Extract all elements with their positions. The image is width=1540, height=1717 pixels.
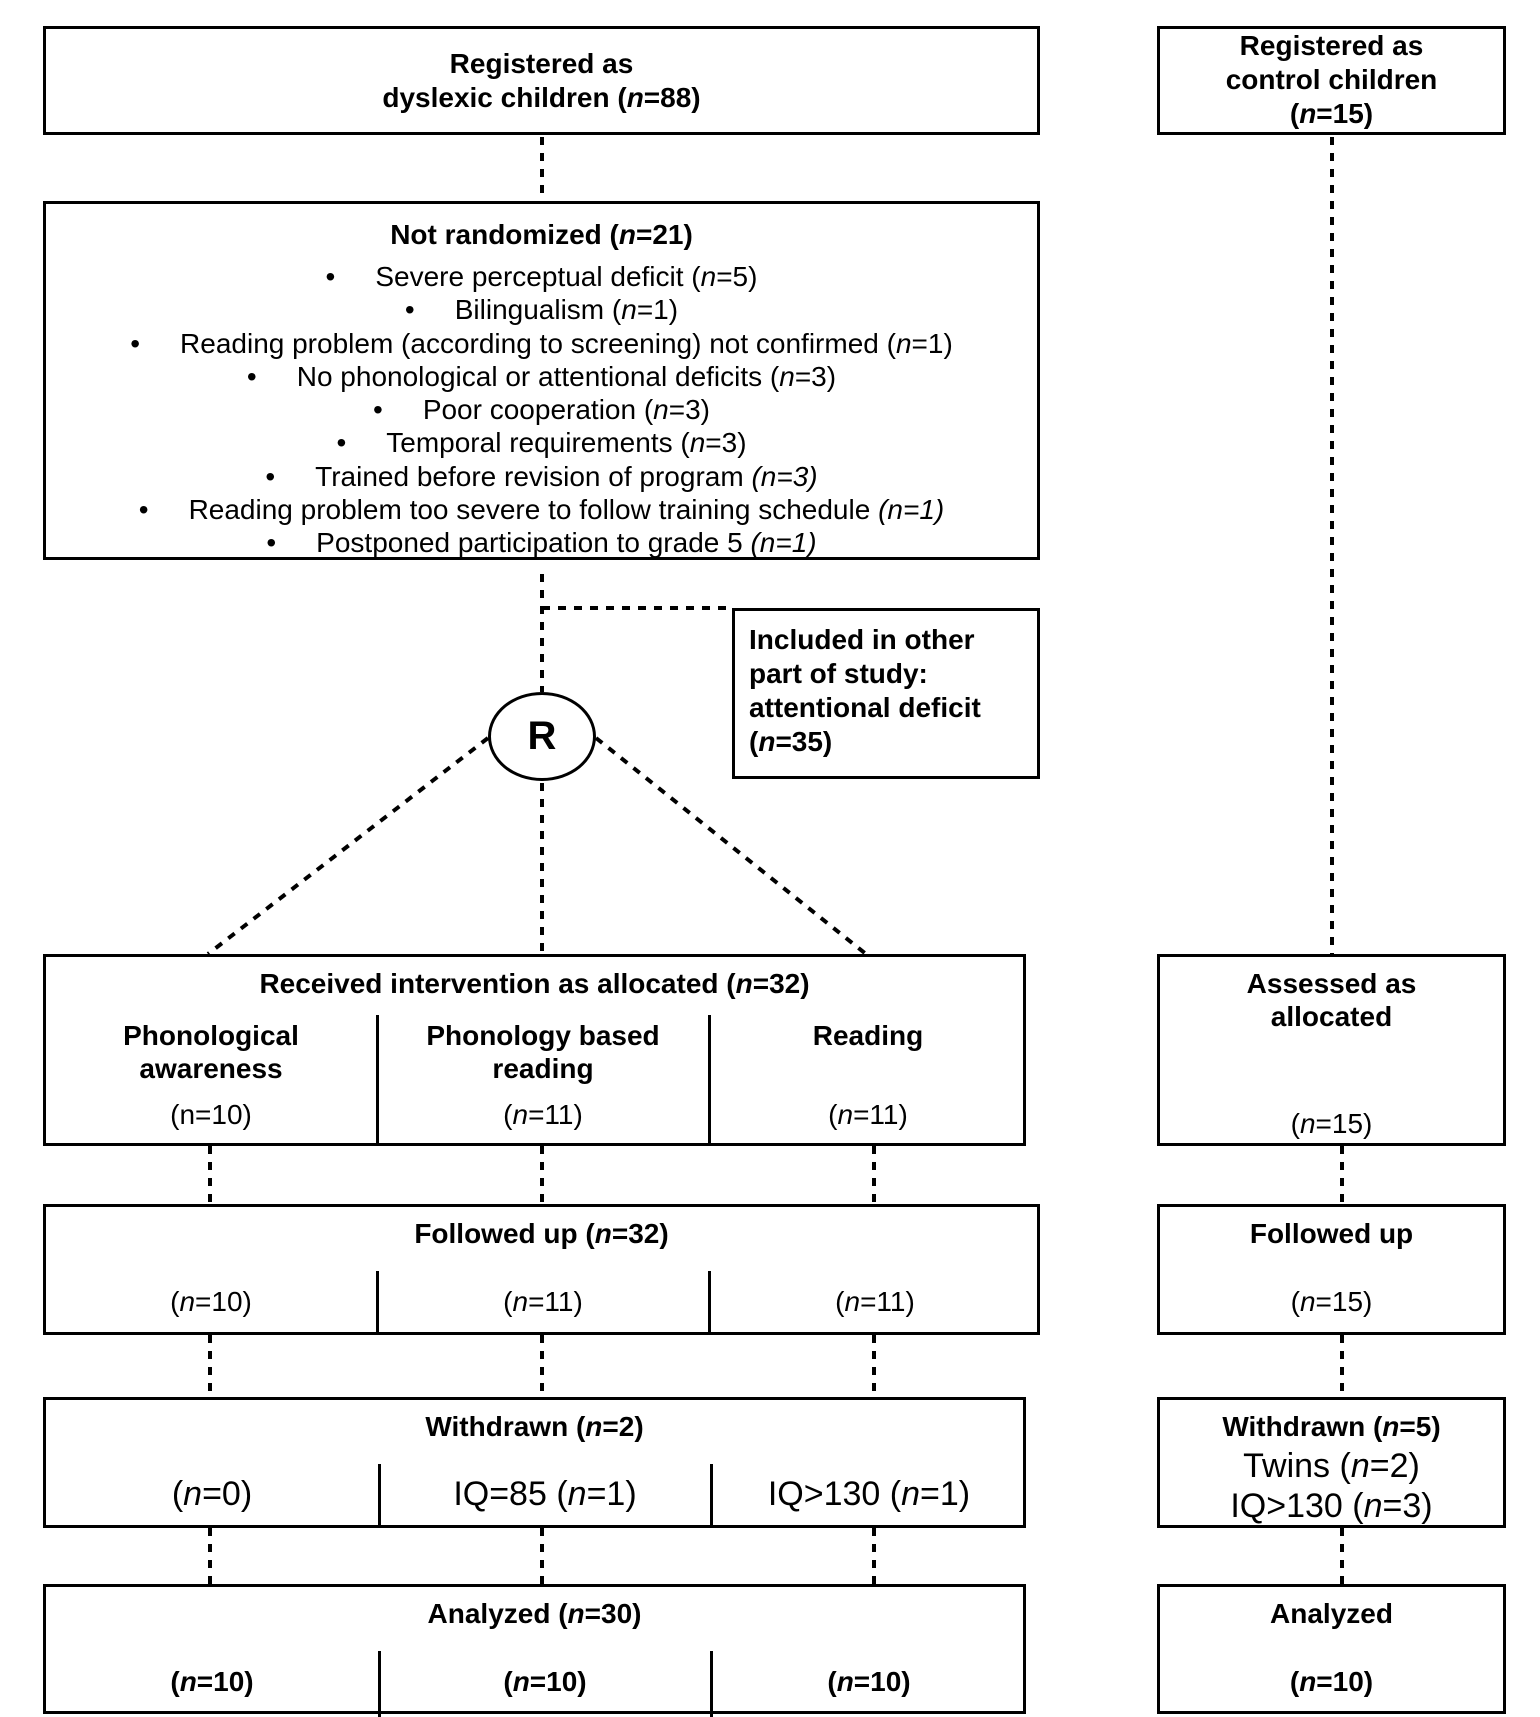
- group-label-line2: awareness: [139, 1053, 283, 1084]
- list-item: •Reading problem too severe to follow tr…: [138, 494, 945, 526]
- withdrawn-phonology-reading: IQ=85 (n=1): [453, 1475, 637, 1513]
- group-phonology-based-reading: Phonology based reading (n=11): [378, 1019, 708, 1131]
- randomization-label: R: [527, 714, 557, 758]
- group-divider: [710, 1464, 713, 1528]
- registered-control-line3: (n=15): [1289, 98, 1374, 129]
- group-divider: [708, 1271, 711, 1335]
- assessed-control-box: Assessed as allocated (n=15): [1157, 954, 1506, 1146]
- withdrawn-phonological: (n=0): [171, 1475, 253, 1513]
- withdrawn-control-iq: IQ>130 (n=3): [1230, 1487, 1433, 1525]
- analyzed-count-phonological: (n=10): [170, 1666, 254, 1697]
- assessed-line2: allocated: [1270, 1001, 1393, 1032]
- connector-r-to-left-group: [206, 736, 490, 956]
- not-randomized-reasons-list: •Severe perceptual deficit (n=5) •Biling…: [46, 260, 1037, 560]
- other-study-line2: part of study:: [749, 658, 928, 689]
- followed-up-box: Followed up (n=32) (n=10) (n=11) (n=11): [43, 1204, 1040, 1335]
- followed-count-reading: (n=11): [835, 1286, 915, 1317]
- other-study-line4: (n=35): [749, 726, 833, 757]
- group-label-line1: Reading: [812, 1020, 924, 1051]
- registered-control-line1: Registered as: [1239, 30, 1424, 61]
- list-item: •Postponed participation to grade 5 (n=1…: [266, 527, 817, 559]
- other-study-label: Included in other part of study: attenti…: [749, 623, 981, 759]
- registered-dyslexic-line1: Registered as: [449, 48, 634, 79]
- analyzed-count-reading: (n=10): [827, 1666, 911, 1697]
- connector-r-to-right-group: [594, 736, 868, 956]
- registered-control-label: Registered as control children (n=15): [1160, 29, 1503, 131]
- other-study-box: Included in other part of study: attenti…: [732, 608, 1040, 779]
- list-item: •No phonological or attentional deficits…: [246, 360, 837, 392]
- received-intervention-title: Received intervention as allocated (n=32…: [259, 968, 810, 999]
- analyzed-box: Analyzed (n=30) (n=10) (n=10) (n=10): [43, 1584, 1026, 1717]
- followed-up-title: Followed up (n=32): [414, 1218, 669, 1249]
- analyzed-count-phonology-reading: (n=10): [503, 1666, 587, 1697]
- withdrawn-title: Withdrawn (n=2): [425, 1411, 644, 1442]
- followed-count-phonology-reading: (n=11): [503, 1286, 583, 1317]
- group-divider: [710, 1651, 713, 1717]
- group-divider: [376, 1271, 379, 1335]
- list-item: •Temporal requirements (n=3): [336, 427, 747, 459]
- analyzed-control-count: (n=10): [1289, 1666, 1374, 1697]
- analyzed-title: Analyzed (n=30): [427, 1598, 642, 1629]
- not-randomized-box: Not randomized (n=21) •Severe perceptual…: [43, 201, 1040, 560]
- list-item: •Trained before revision of program (n=3…: [265, 460, 818, 492]
- assessed-control-label: Assessed as allocated: [1160, 967, 1503, 1033]
- group-divider: [378, 1464, 381, 1528]
- list-item: •Poor cooperation (n=3): [373, 394, 710, 426]
- registered-dyslexic-box: Registered as dyslexic children (n=88): [43, 26, 1040, 135]
- withdrawn-box: Withdrawn (n=2) (n=0) IQ=85 (n=1) IQ>130…: [43, 1397, 1026, 1528]
- randomization-node: R: [488, 692, 596, 781]
- assessed-count: (n=15): [1290, 1108, 1373, 1139]
- not-randomized-title: Not randomized (n=21): [390, 219, 693, 250]
- other-study-line3: attentional deficit: [749, 692, 981, 723]
- list-item: •Severe perceptual deficit (n=5): [325, 261, 758, 292]
- group-phonological-awareness: Phonological awareness (n=10): [46, 1019, 376, 1131]
- group-label-line2: [710, 1052, 1026, 1085]
- list-item: •Bilingualism (n=1): [404, 294, 679, 326]
- group-divider: [708, 1015, 711, 1143]
- group-count: (n=11): [503, 1099, 583, 1130]
- withdrawn-control-title: Withdrawn (n=5): [1222, 1411, 1441, 1442]
- analyzed-control-box: Analyzed (n=10): [1157, 1584, 1506, 1714]
- group-label-line1: Phonology based: [426, 1020, 660, 1051]
- assessed-line1: Assessed as: [1246, 968, 1417, 999]
- followed-count-phonological: (n=10): [170, 1286, 252, 1317]
- list-item: •Reading problem (according to screening…: [130, 327, 953, 359]
- group-label-line2: reading: [492, 1053, 594, 1084]
- group-reading: Reading (n=11): [710, 1019, 1026, 1131]
- group-label-line1: Phonological: [123, 1020, 299, 1051]
- withdrawn-control-box: Withdrawn (n=5) Twins (n=2) IQ>130 (n=3): [1157, 1397, 1506, 1528]
- group-count: (n=11): [828, 1099, 908, 1130]
- registered-control-line2: control children: [1225, 64, 1438, 95]
- other-study-line1: Included in other: [749, 624, 975, 655]
- withdrawn-control-twins: Twins (n=2): [1243, 1447, 1420, 1485]
- received-intervention-box: Received intervention as allocated (n=32…: [43, 954, 1026, 1146]
- registered-control-box: Registered as control children (n=15): [1157, 26, 1506, 135]
- analyzed-control-title: Analyzed: [1270, 1598, 1393, 1629]
- followed-up-control-box: Followed up (n=15): [1157, 1204, 1506, 1335]
- registered-dyslexic-line2: dyslexic children (n=88): [382, 82, 701, 113]
- registered-dyslexic-label: Registered as dyslexic children (n=88): [46, 47, 1037, 115]
- group-divider: [376, 1015, 379, 1143]
- followed-up-control-count: (n=15): [1290, 1286, 1373, 1317]
- followed-up-control-title: Followed up: [1249, 1218, 1414, 1249]
- withdrawn-reading: IQ>130 (n=1): [767, 1475, 971, 1513]
- group-count: (n=10): [170, 1099, 252, 1130]
- group-divider: [378, 1651, 381, 1717]
